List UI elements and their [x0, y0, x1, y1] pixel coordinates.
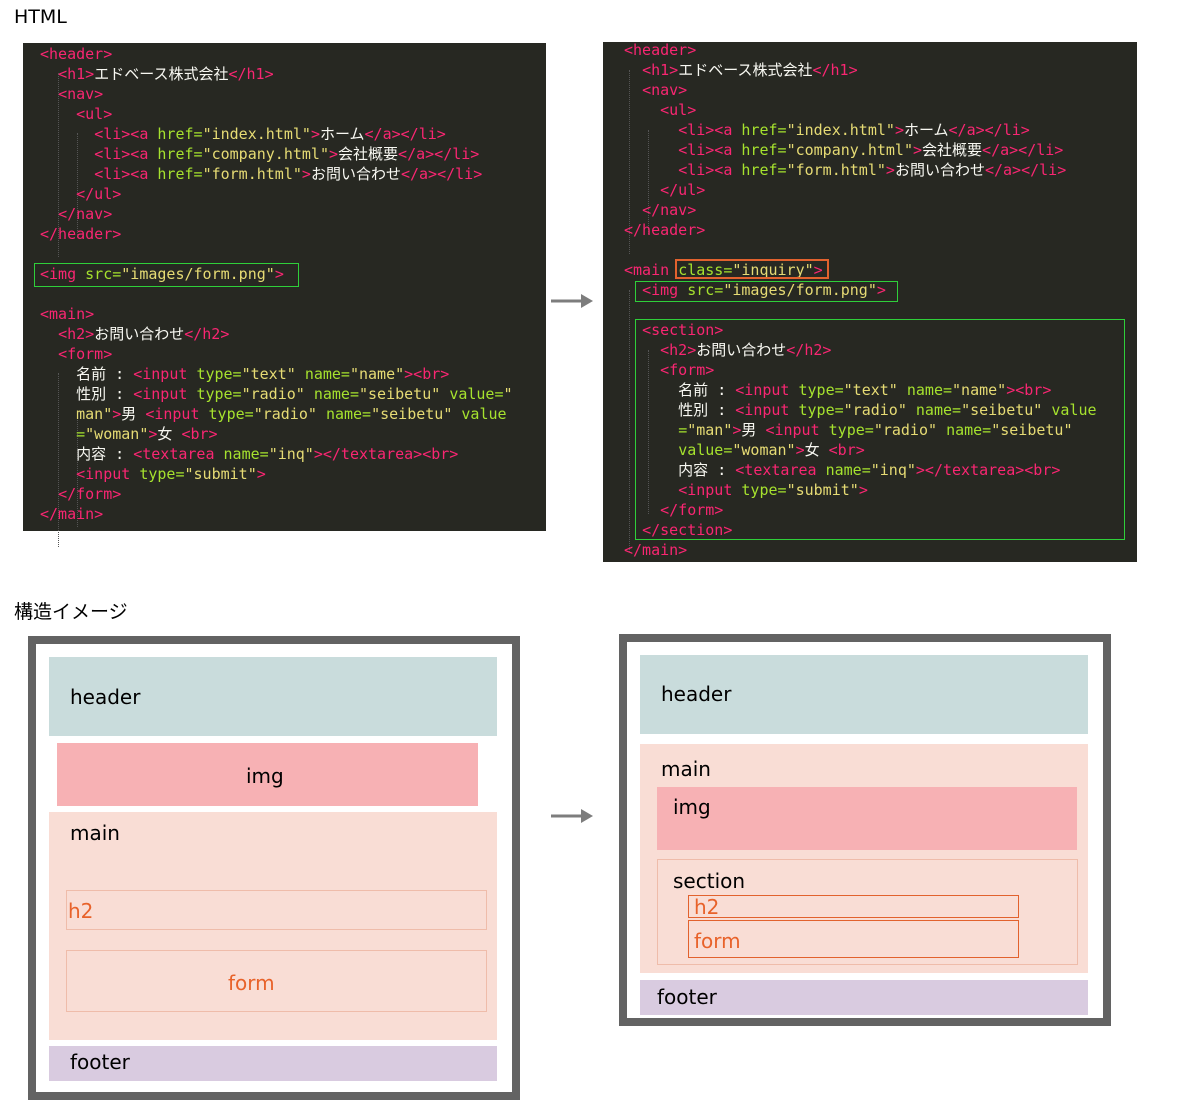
img-box: img	[657, 787, 1077, 850]
main-box-label: main	[661, 757, 711, 781]
code-line: <form>	[58, 345, 113, 363]
code-line: <header>	[40, 45, 113, 63]
code-line: value="woman">女 <br>	[678, 441, 865, 459]
code-line: ="woman">女 <br>	[76, 425, 218, 443]
arrow-right-icon	[551, 809, 593, 823]
code-block-after: <header> <h1>エドベース株式会社</h1> <nav> <ul> <…	[603, 41, 1137, 562]
section-block-highlight	[635, 319, 1125, 540]
main-box-label: main	[70, 821, 120, 845]
code-line: <li><a href="form.html">お問い合わせ</a></li>	[678, 161, 1067, 179]
code-line: <h2>お問い合わせ</h2>	[660, 341, 832, 359]
img-tag-highlight-after	[635, 281, 898, 302]
code-line: </header>	[40, 225, 122, 243]
code-line: </section>	[642, 521, 733, 539]
h2-box-label: h2	[68, 899, 94, 923]
code-line: 性別 : <input type="radio" name="seibetu" …	[624, 401, 1097, 419]
form-box: form	[688, 920, 1019, 958]
img-tag-highlight	[34, 263, 299, 287]
code-line: </nav>	[58, 205, 113, 223]
code-line: <li><a href="index.html">ホーム</a></li>	[94, 125, 446, 143]
img-box-label: img	[673, 795, 711, 819]
section-box: section	[657, 859, 1078, 965]
code-line: <li><a href="form.html">お問い合わせ</a></li>	[94, 165, 483, 183]
code-line: </nav>	[642, 201, 697, 219]
code-line: ="man">男 <input type="radio" name="seibe…	[678, 421, 1073, 439]
structure-section-title: 構造イメージ	[14, 601, 128, 623]
code-line: <section>	[642, 321, 724, 339]
code-line: </form>	[660, 501, 724, 519]
footer-box-label: footer	[657, 985, 717, 1009]
code-line: </ul>	[660, 181, 706, 199]
code-line: <li><a href="index.html">ホーム</a></li>	[678, 121, 1030, 139]
code-block-before: <header> <h1>エドベース株式会社</h1> <nav> <ul> <…	[23, 43, 546, 547]
header-box-label: header	[661, 682, 732, 706]
header-box-label: header	[70, 685, 141, 709]
html-section-title: HTML	[14, 6, 67, 28]
img-box: img	[57, 743, 478, 806]
code-line: man">男 <input type="radio" name="seibetu…	[76, 405, 507, 423]
code-line: </form>	[58, 485, 122, 503]
class-attr-highlight	[675, 259, 829, 279]
h2-box: h2	[688, 895, 1019, 919]
h2-box: h2	[66, 890, 487, 930]
form-box-label: form	[228, 971, 275, 995]
code-line: <img src="images/form.png">	[40, 265, 284, 283]
h2-box-label: h2	[694, 895, 720, 919]
code-line: </main>	[40, 505, 104, 523]
code-line: 性別 : <input type="radio" name="seibetu" …	[40, 385, 513, 403]
code-line: <li><a href="company.html">会社概要</a></li>	[94, 145, 480, 163]
code-line: <main>	[40, 305, 95, 323]
code-line: <form>	[660, 361, 715, 379]
main-box: main	[640, 744, 1088, 973]
code-line: <ul>	[660, 101, 697, 119]
footer-box-label: footer	[70, 1050, 130, 1074]
code-line: <nav>	[642, 81, 688, 99]
code-line: 名前 : <input type="text" name="name"><br>	[624, 381, 1052, 399]
header-box: header	[49, 657, 497, 736]
code-line: <main class="inquiry">	[624, 261, 823, 279]
code-line: <input type="submit">	[678, 481, 868, 499]
code-line: <img src="images/form.png">	[642, 281, 886, 299]
form-box: form	[66, 950, 487, 1012]
header-box: header	[640, 655, 1088, 734]
code-line: 内容 : <textarea name="inq"></textarea><br…	[40, 445, 459, 463]
code-line: </main>	[624, 541, 688, 559]
form-box-label: form	[694, 929, 741, 953]
code-line: <h1>エドベース株式会社</h1>	[642, 61, 858, 79]
section-box-label: section	[673, 869, 746, 893]
footer-box: footer	[49, 1046, 497, 1081]
code-line: 名前 : <input type="text" name="name"><br>	[40, 365, 450, 383]
img-box-label: img	[246, 764, 284, 788]
arrow-right-icon	[551, 294, 593, 308]
main-box: main	[49, 812, 497, 1040]
code-line: <ul>	[76, 105, 113, 123]
code-line: <header>	[624, 41, 697, 59]
code-line: <h1>エドベース株式会社</h1>	[58, 65, 274, 83]
footer-box: footer	[640, 980, 1088, 1015]
code-line: <li><a href="company.html">会社概要</a></li>	[678, 141, 1064, 159]
code-line: 内容 : <textarea name="inq"></textarea><br…	[624, 461, 1061, 479]
code-line: </ul>	[76, 185, 122, 203]
code-line: <nav>	[58, 85, 104, 103]
code-line: </header>	[624, 221, 706, 239]
code-line: <input type="submit">	[76, 465, 266, 483]
code-line: <h2>お問い合わせ</h2>	[58, 325, 230, 343]
